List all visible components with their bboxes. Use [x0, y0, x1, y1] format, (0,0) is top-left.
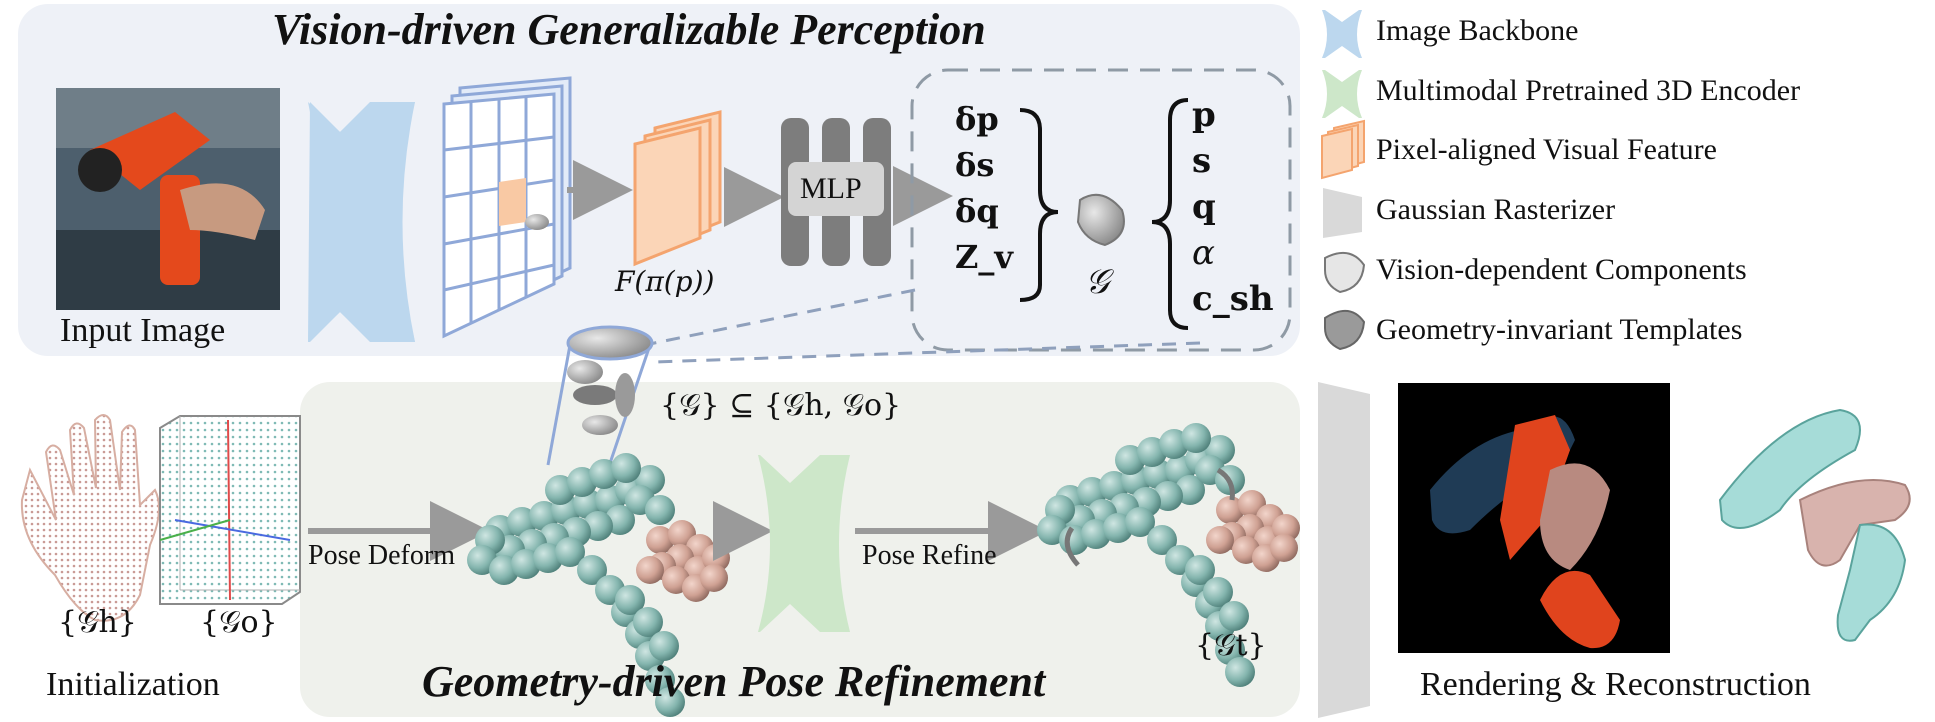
gaussian-rasterizer-icon: [1318, 382, 1370, 718]
legend-icons: [1321, 10, 1366, 351]
encoder-icon: [1322, 70, 1362, 118]
offset-zv: Z_v: [955, 238, 1013, 276]
param-list: p s q α c_sh: [1192, 92, 1274, 322]
param-csh: c_sh: [1192, 279, 1274, 319]
feature-stack-icon: [1321, 119, 1365, 180]
pink-sphere: [1206, 526, 1234, 554]
perception-title: Vision-driven Generalizable Perception: [272, 5, 986, 54]
mlp-block: [781, 118, 891, 266]
teal-sphere: [1219, 601, 1249, 631]
legend-vision-components: Vision-dependent Components: [1376, 253, 1747, 286]
gaussian-sphere-cluster: [467, 453, 730, 717]
mlp-label: MLP: [800, 172, 862, 205]
teal-sphere: [615, 585, 645, 615]
initialization-label: Initialization: [46, 666, 220, 703]
param-q: q: [1192, 187, 1216, 227]
feature-label: F(π(p)): [615, 265, 715, 298]
input-image: [56, 88, 280, 310]
param-p: p: [1192, 95, 1216, 135]
teal-sphere: [649, 631, 679, 661]
param-alpha: α: [1192, 233, 1215, 273]
pink-sphere: [1216, 496, 1244, 524]
pink-sphere: [700, 564, 728, 592]
teal-sphere: [611, 453, 641, 483]
offset-dq: δq: [955, 192, 999, 230]
gaussian-zoom-cone: [546, 325, 654, 479]
legend-encoder: Multimodal Pretrained 3D Encoder: [1376, 74, 1801, 107]
legend-backbone: Image Backbone: [1376, 14, 1579, 47]
pink-sphere: [636, 556, 664, 584]
teal-sphere: [1181, 423, 1211, 453]
legend-geometry-templates: Geometry-invariant Templates: [1376, 313, 1743, 346]
hand-label: {𝒢h}: [58, 605, 137, 640]
refinement-title: Geometry-driven Pose Refinement: [422, 657, 1046, 706]
pink-sphere: [646, 526, 674, 554]
pose-refine-label: Pose Refine: [862, 540, 997, 571]
teal-sphere: [577, 555, 607, 585]
object-label: {𝒢o}: [200, 605, 278, 640]
teal-sphere: [1203, 577, 1233, 607]
object-point-cloud: [159, 415, 301, 605]
gaussian-symbol: 𝒢: [1085, 262, 1110, 302]
offset-ds: δs: [955, 146, 995, 184]
offset-list: δp δs δq Z_v: [955, 96, 1013, 280]
teal-sphere: [655, 687, 685, 717]
teal-sphere: [1125, 507, 1155, 537]
rasterizer-icon: [1323, 188, 1362, 238]
teal-sphere: [633, 607, 663, 637]
light-gaussian-icon: [1324, 251, 1366, 294]
param-s: s: [1192, 141, 1212, 181]
reconstruction-mesh: [1718, 408, 1911, 642]
legend-feature: Pixel-aligned Visual Feature: [1376, 133, 1717, 166]
legend-rasterizer: Gaussian Rasterizer: [1376, 193, 1616, 226]
gt-label: {𝒢t}: [1195, 628, 1267, 663]
teal-sphere: [1147, 525, 1177, 555]
pink-sphere: [1270, 534, 1298, 562]
gaussian-param-box: [910, 68, 1292, 352]
dark-gaussian-icon: [1324, 310, 1366, 351]
teal-sphere: [1185, 555, 1215, 585]
multimodal-encoder-icon: [758, 455, 850, 632]
backbone-icon: [1322, 10, 1362, 58]
teal-sphere: [555, 537, 585, 567]
subset-label: {𝒢} ⊆ {𝒢h, 𝒢o}: [660, 388, 902, 423]
teal-sphere: [1225, 657, 1255, 687]
offset-dp: δp: [955, 100, 999, 138]
refined-sphere-cluster: [1037, 423, 1300, 687]
pixel-aligned-feature-stack: [633, 110, 722, 267]
pose-deform-label: Pose Deform: [308, 540, 455, 571]
hand-point-cloud: [20, 414, 160, 622]
feature-grid-stack: [442, 76, 572, 339]
input-image-label: Input Image: [60, 312, 226, 349]
output-label: Rendering & Reconstruction: [1420, 666, 1811, 703]
teal-sphere: [645, 495, 675, 525]
rendering-image: [1398, 383, 1670, 653]
